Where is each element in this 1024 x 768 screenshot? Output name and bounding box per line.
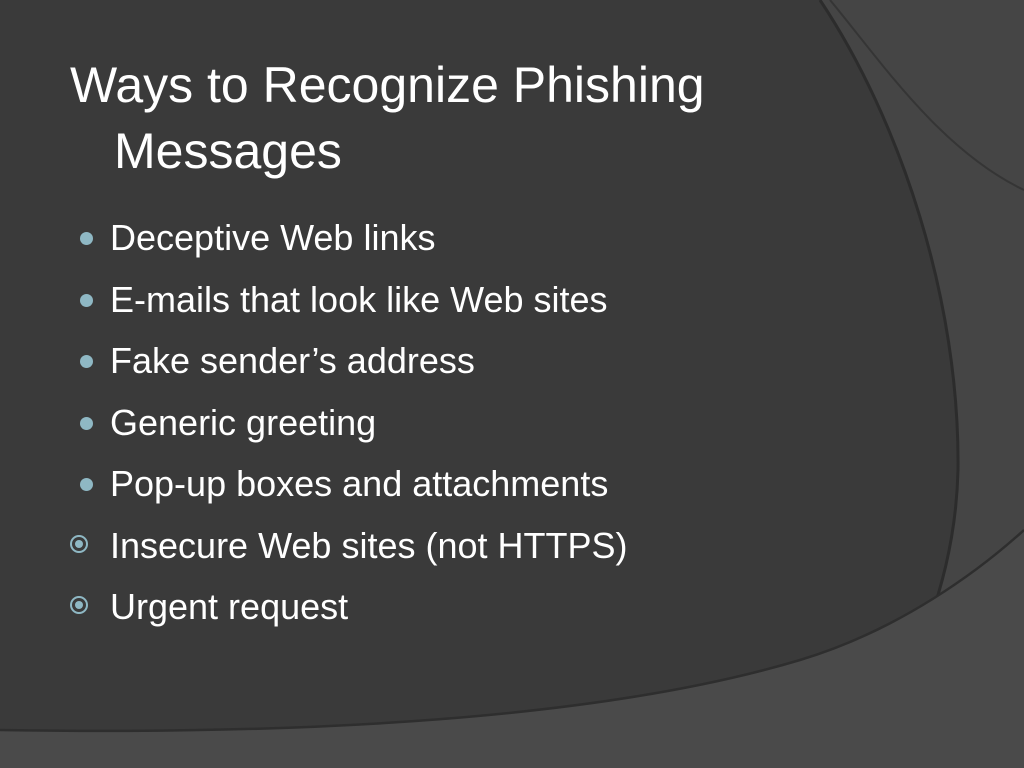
ring-dot-icon [70,596,88,614]
filled-dot-icon [80,416,93,430]
bullet-text: Generic greeting [110,401,377,443]
sub-bullet-item: Generic greeting [0,393,900,455]
sub-bullet-item: Deceptive Web links [0,208,900,270]
sub-bullet-item: Fake sender’s address [0,331,900,393]
bullet-list: Deceptive Web links E-mails that look li… [0,208,900,639]
filled-dot-icon [80,293,93,307]
bullet-text: Urgent request [110,586,349,627]
bullet-text: Fake sender’s address [110,340,475,381]
slide-title-line2: Messages [114,123,342,179]
main-bullet-item: Urgent request [0,577,900,639]
slide-title: Ways to Recognize Phishing Messages [70,52,830,184]
filled-dot-icon [80,232,93,245]
slide-title-line1: Ways to Recognize Phishing [70,57,705,113]
sub-bullet-item: Pop-up boxes and attachments [0,454,900,516]
bullet-text: E-mails that look like Web sites [110,278,608,320]
bullet-text: Pop-up boxes and attachments [110,463,609,504]
ring-dot-icon [70,534,88,553]
sub-bullet-item: E-mails that look like Web sites [0,270,900,332]
filled-dot-icon [80,355,93,368]
main-bullet-item: Insecure Web sites (not HTTPS) [0,516,900,578]
filled-dot-icon [80,478,93,491]
bullet-text: Deceptive Web links [110,217,436,258]
bullet-text: Insecure Web sites (not HTTPS) [110,524,628,566]
